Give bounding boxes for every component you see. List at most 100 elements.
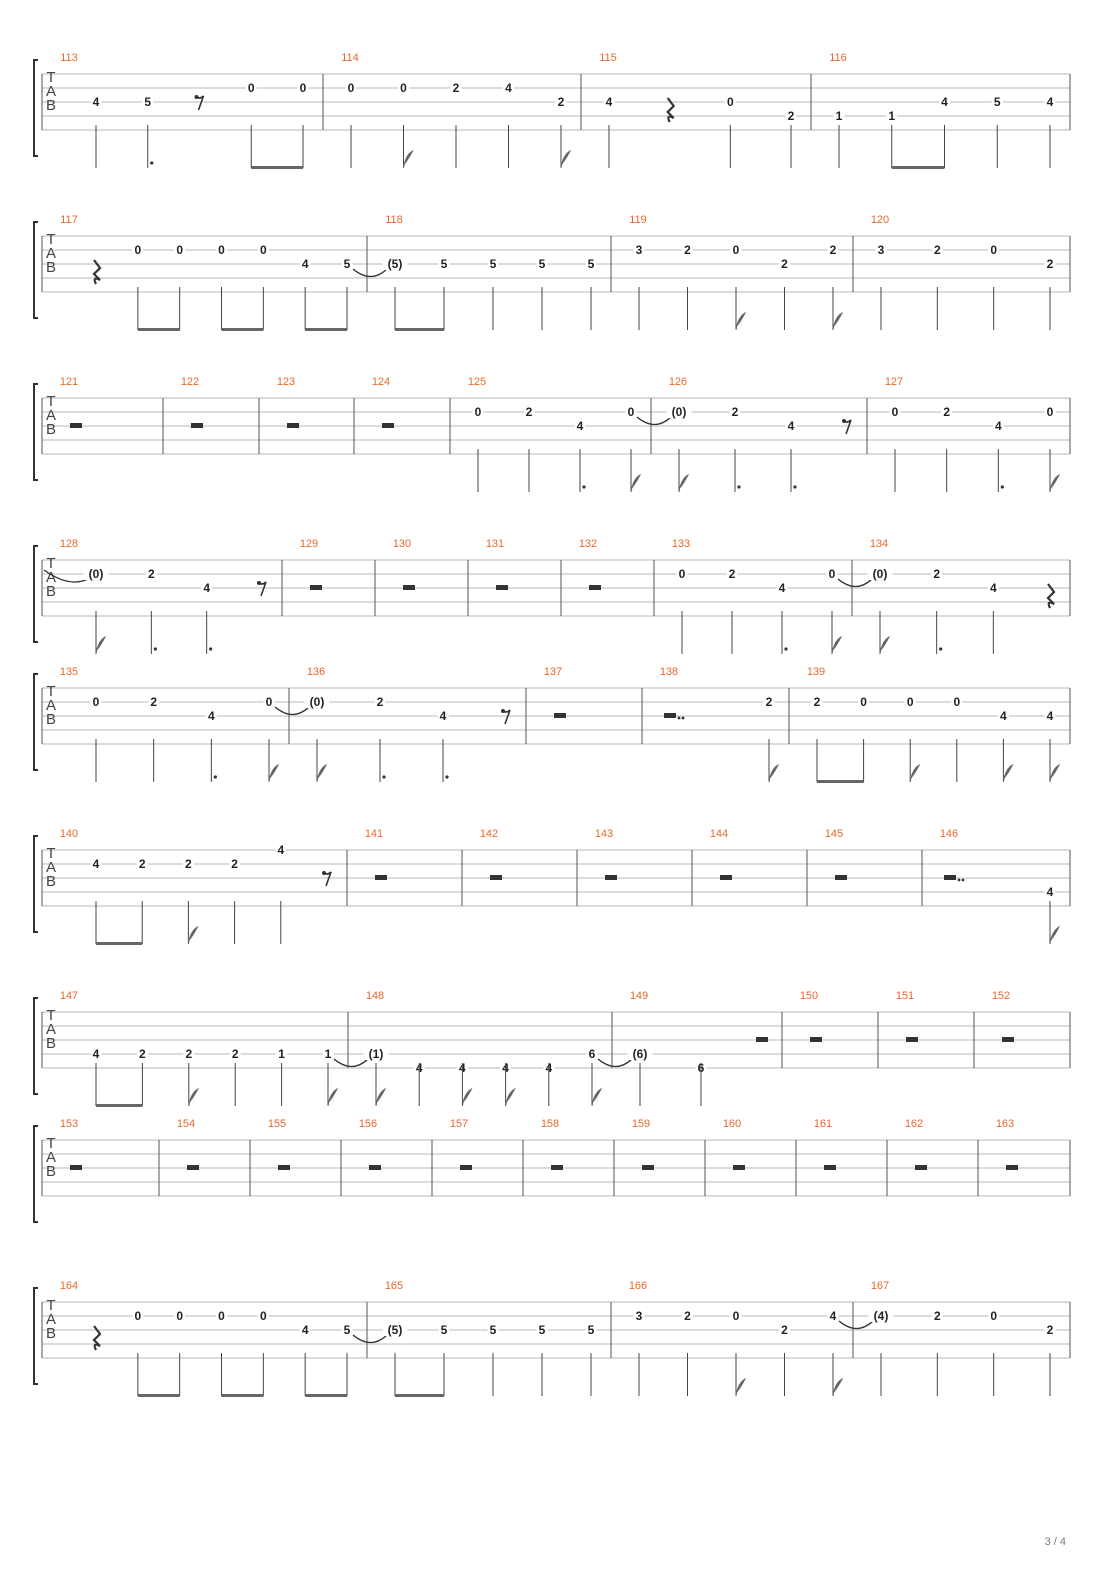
eighth-flag: [1049, 763, 1061, 783]
quarter-rest: [92, 1325, 102, 1351]
quarter-rest: [666, 97, 676, 123]
fret-mask: [136, 1047, 148, 1060]
eighth-flag: [327, 1087, 339, 1107]
tie-arc: [333, 1058, 369, 1068]
tab-clef-letter: T: [46, 683, 55, 700]
tab-clef-letter: T: [46, 231, 55, 248]
fret-mask: [341, 257, 353, 270]
tab-clef-letter: T: [46, 845, 55, 862]
tab-clef-letter: T: [46, 555, 55, 572]
measure-number: 164: [60, 1280, 78, 1292]
tab-clef-letter: B: [46, 1325, 56, 1342]
fret-mask: [132, 1309, 144, 1322]
fret-mask: [229, 857, 241, 870]
fret-number: (6): [633, 1047, 648, 1061]
fret-number: 4: [203, 581, 210, 595]
fret-number: 0: [475, 405, 482, 419]
fret-number: 2: [684, 1309, 691, 1323]
fret-mask: [875, 243, 887, 256]
page-number: 3 / 4: [1044, 1536, 1066, 1548]
fret-mask: [216, 243, 227, 256]
fret-number: 0: [1047, 405, 1054, 419]
system-bracket: [33, 59, 38, 157]
measure-number: 138: [660, 666, 678, 678]
beam: [305, 328, 347, 331]
eighth-flag: [461, 1087, 473, 1107]
measure-number: 142: [480, 828, 498, 840]
fret-number: 5: [588, 1323, 595, 1337]
dot: [681, 716, 685, 720]
fret-number: 2: [139, 1047, 146, 1061]
fret-number: (1): [369, 1047, 384, 1061]
dot: [961, 878, 965, 882]
beam: [96, 1104, 143, 1107]
measure-number: 151: [896, 990, 914, 1002]
fret-number: 1: [278, 1047, 285, 1061]
fret-mask: [724, 95, 736, 108]
fret-number: 5: [441, 257, 448, 271]
fret-mask: [603, 95, 615, 108]
eighth-flag: [1002, 763, 1014, 783]
fret-number: 0: [733, 1309, 740, 1323]
fret-number: 2: [766, 695, 773, 709]
fret-number: 0: [727, 95, 734, 109]
beam: [817, 780, 864, 783]
fret-number: 4: [93, 1047, 100, 1061]
fret-number: 5: [344, 1323, 351, 1337]
measure-number: 144: [710, 828, 728, 840]
quarter-rest: [92, 259, 102, 285]
fret-number: 4: [440, 709, 447, 723]
fret-mask: [142, 95, 154, 108]
fret-mask: [574, 419, 586, 432]
fret-mask: [90, 857, 102, 870]
fret-mask: [779, 257, 790, 270]
fret-mask: [174, 1309, 186, 1322]
measure-number: 114: [341, 52, 359, 64]
tie-arc: [352, 1334, 388, 1344]
fret-number: 2: [934, 1309, 941, 1323]
fret-mask: [182, 857, 194, 870]
system-bracket: [33, 673, 38, 771]
tab-clef-letter: A: [46, 1311, 56, 1328]
fret-number: 2: [830, 243, 837, 257]
fret-number: 4: [577, 419, 584, 433]
measure-number: 145: [825, 828, 843, 840]
fret-number: 4: [995, 419, 1002, 433]
fret-mask: [437, 709, 449, 722]
fret-number: 0: [300, 81, 307, 95]
fret-number: 0: [990, 1309, 997, 1323]
eighth-flag: [505, 1087, 516, 1107]
half-rest: [824, 1165, 836, 1170]
fret-mask: [666, 405, 692, 418]
fret-mask: [951, 695, 963, 708]
fret-number: 2: [139, 857, 146, 871]
fret-mask: [382, 257, 408, 270]
fret-mask: [585, 1323, 597, 1336]
dot: [445, 775, 449, 779]
eighth-flag: [375, 1087, 387, 1107]
measure-number: 146: [940, 828, 958, 840]
fret-number: 2: [684, 243, 691, 257]
measure-number: 119: [629, 214, 647, 226]
fret-number: 2: [943, 405, 950, 419]
fret-mask: [297, 81, 309, 94]
tie-arc: [837, 578, 873, 588]
system-bracket: [33, 1125, 38, 1223]
measure-number: 121: [60, 376, 78, 388]
fret-number: 4: [302, 1323, 309, 1337]
tab-clef-letter: A: [46, 407, 56, 424]
eighth-flag: [95, 635, 107, 655]
fret-number: 0: [829, 567, 836, 581]
measure-number: 158: [541, 1118, 559, 1130]
fret-number: 0: [679, 567, 686, 581]
fret-mask: [988, 1309, 1000, 1322]
fret-number: 0: [266, 695, 273, 709]
quarter-rest: [1046, 583, 1056, 609]
beam: [137, 328, 180, 331]
measure-number: 152: [992, 990, 1010, 1002]
fret-mask: [785, 419, 797, 432]
dot: [939, 647, 943, 651]
tab-clef-letter: T: [46, 1007, 55, 1024]
fret-number: 4: [990, 581, 997, 595]
